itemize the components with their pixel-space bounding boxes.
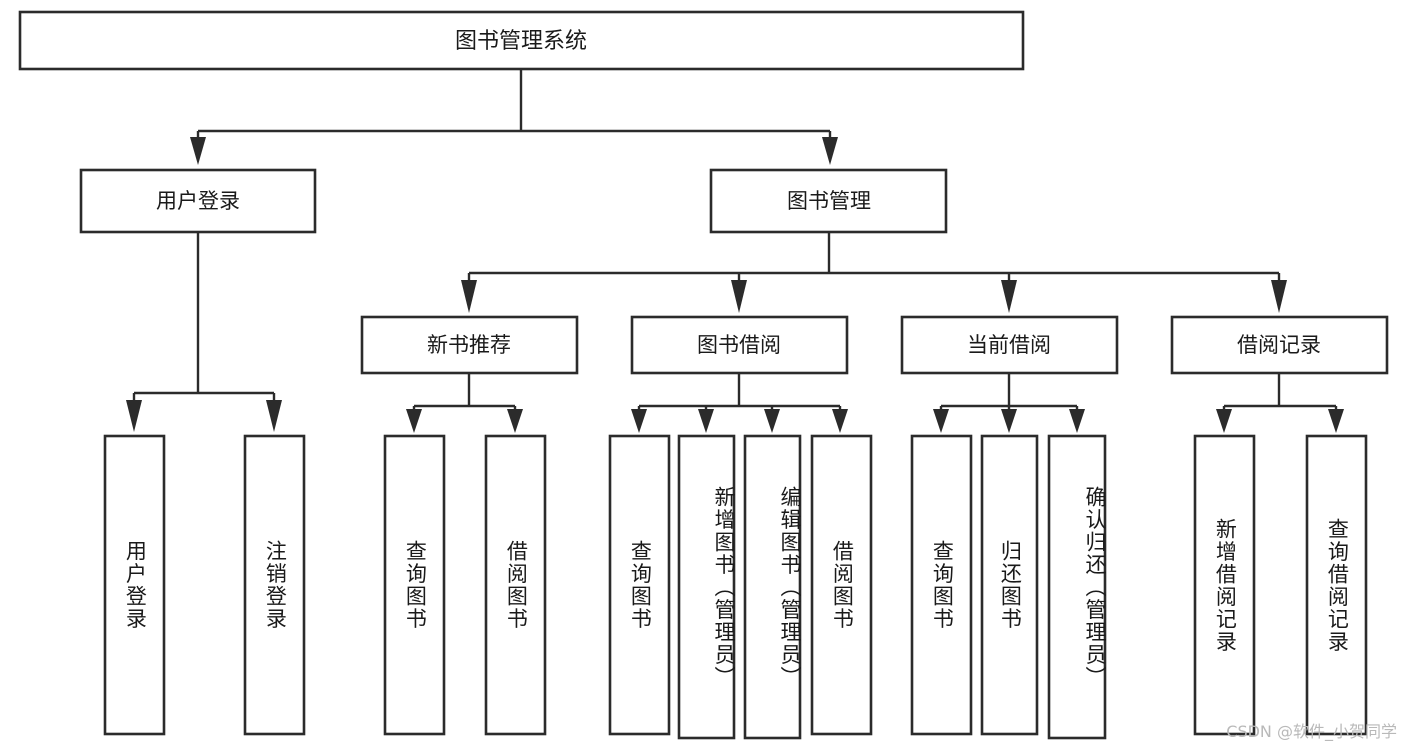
- leaf-box-current-borrow-2[interactable]: [1047, 434, 1107, 740]
- node-new-book-recommend-label: 新书推荐: [427, 333, 511, 357]
- leaf-box-book-borrow-0[interactable]: [608, 434, 671, 736]
- connector-new-book-recommend-to-leaves: [406, 373, 523, 433]
- connector-book-borrow-to-leaves: [631, 373, 848, 433]
- node-root-label: 图书管理系统: [455, 29, 587, 54]
- connector-borrow-record-to-leaves: [1216, 373, 1344, 433]
- node-book-borrow-label: 图书借阅: [697, 333, 781, 357]
- node-user-login-box: [79, 168, 317, 234]
- node-current-borrow-box: [900, 315, 1119, 375]
- node-new-book-recommend[interactable]: 新书推荐: [360, 315, 579, 375]
- leaf-box-new-book-recommend-1[interactable]: [484, 434, 547, 736]
- leaf-box-current-borrow-1[interactable]: [980, 434, 1039, 736]
- node-current-borrow-label: 当前借阅: [967, 333, 1051, 357]
- connector-root-to-level2: [190, 69, 838, 165]
- leaf-box-borrow-record-0[interactable]: [1193, 434, 1256, 736]
- connector-user-login-to-leaves: [126, 232, 282, 432]
- leaf-box-book-borrow-2[interactable]: [743, 434, 802, 740]
- node-user-login[interactable]: 用户登录: [79, 168, 317, 234]
- node-book-management-label: 图书管理: [787, 189, 871, 213]
- leaf-box-current-borrow-0[interactable]: [910, 434, 973, 736]
- leaf-box-user-login-1[interactable]: [243, 434, 306, 736]
- node-borrow-record[interactable]: 借阅记录: [1170, 315, 1389, 375]
- leaf-box-book-borrow-1[interactable]: [677, 434, 736, 740]
- leaf-box-book-borrow-3[interactable]: [810, 434, 873, 736]
- leaf-box-user-login-0[interactable]: [103, 434, 166, 736]
- leaf-box-borrow-record-1[interactable]: [1305, 434, 1368, 736]
- node-borrow-record-label: 借阅记录: [1237, 333, 1321, 357]
- connector-book-management-to-level3: [461, 232, 1287, 313]
- node-book-management[interactable]: 图书管理: [709, 168, 948, 234]
- watermark-label: CSDN @软件_小贺同学: [1226, 722, 1397, 741]
- node-current-borrow[interactable]: 当前借阅: [900, 315, 1119, 375]
- node-root-box: [18, 10, 1025, 71]
- node-book-borrow[interactable]: 图书借阅: [630, 315, 849, 375]
- connector-current-borrow-to-leaves: [933, 373, 1085, 433]
- node-new-book-recommend-box: [360, 315, 579, 375]
- leaf-box-new-book-recommend-0[interactable]: [383, 434, 446, 736]
- node-user-login-label: 用户登录: [156, 189, 240, 213]
- node-root[interactable]: 图书管理系统: [18, 10, 1025, 71]
